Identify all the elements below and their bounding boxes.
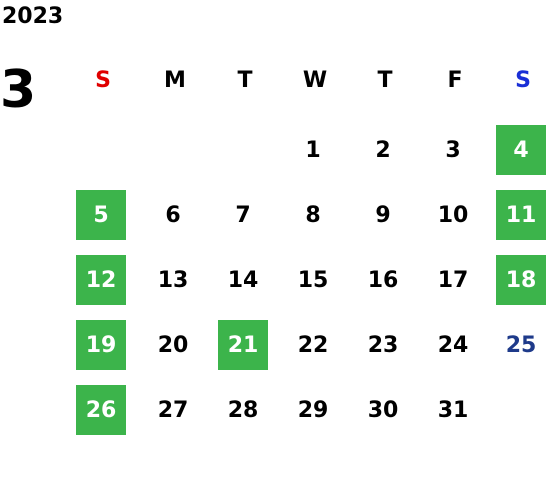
calendar-day[interactable]: 10	[437, 202, 469, 228]
calendar-day[interactable]: 1	[305, 137, 321, 163]
calendar-day[interactable]: 14	[227, 267, 259, 293]
calendar-day[interactable]: 25	[505, 332, 537, 358]
calendar-day[interactable]: 6	[165, 202, 181, 228]
calendar-day[interactable]: 16	[367, 267, 399, 293]
year-label: 2023	[2, 4, 64, 29]
calendar-day[interactable]: 9	[375, 202, 391, 228]
calendar-day[interactable]: 24	[437, 332, 469, 358]
calendar-day[interactable]: 30	[367, 397, 399, 423]
calendar-day[interactable]: 15	[297, 267, 329, 293]
weekday-header: S	[515, 68, 531, 93]
weekday-header: T	[237, 68, 253, 93]
calendar-day[interactable]: 22	[297, 332, 329, 358]
calendar-day[interactable]: 8	[305, 202, 321, 228]
weekday-header: M	[164, 68, 186, 93]
calendar-day[interactable]: 13	[157, 267, 189, 293]
calendar-day-highlighted[interactable]: 18	[496, 255, 546, 305]
calendar-day[interactable]: 29	[297, 397, 329, 423]
calendar-day[interactable]: 20	[157, 332, 189, 358]
weekday-header: T	[377, 68, 393, 93]
calendar-day-highlighted[interactable]: 12	[76, 255, 126, 305]
calendar-day-highlighted[interactable]: 4	[496, 125, 546, 175]
calendar-day-highlighted[interactable]: 26	[76, 385, 126, 435]
calendar-day[interactable]: 28	[227, 397, 259, 423]
calendar-day[interactable]: 7	[235, 202, 251, 228]
calendar-day-highlighted[interactable]: 19	[76, 320, 126, 370]
weekday-header: F	[447, 68, 463, 93]
calendar-day[interactable]: 23	[367, 332, 399, 358]
calendar-day-highlighted[interactable]: 11	[496, 190, 546, 240]
weekday-header: W	[302, 68, 328, 93]
calendar-day[interactable]: 17	[437, 267, 469, 293]
calendar-day[interactable]: 31	[437, 397, 469, 423]
calendar-day-highlighted[interactable]: 21	[218, 320, 268, 370]
calendar-day[interactable]: 27	[157, 397, 189, 423]
month-label: 3	[0, 60, 37, 120]
calendar-day[interactable]: 3	[445, 137, 461, 163]
weekday-header: S	[95, 68, 111, 93]
calendar-day[interactable]: 2	[375, 137, 391, 163]
calendar-day-highlighted[interactable]: 5	[76, 190, 126, 240]
